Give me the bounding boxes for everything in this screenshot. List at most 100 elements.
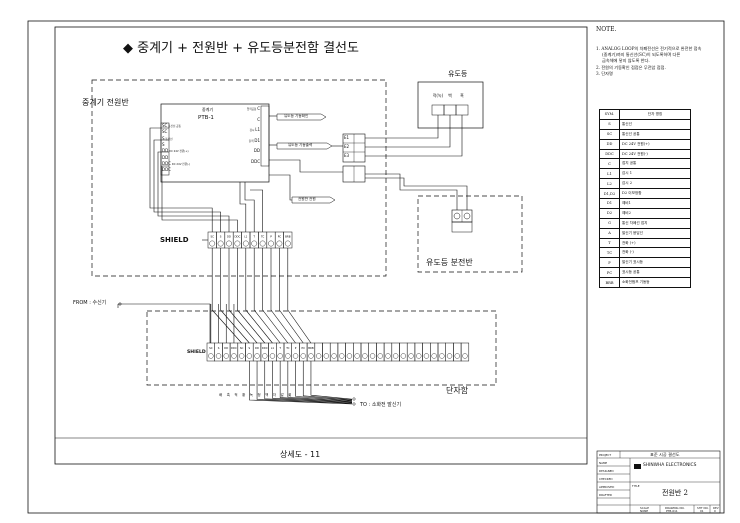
terminal-cell xyxy=(414,342,423,362)
legend-desc: 전화 (-) xyxy=(619,247,691,259)
notes-lines: 1. ANALOG LOOP의 차폐전선은 전기적으로 완전한 접속(중계기)까… xyxy=(596,46,721,77)
terminal-cell xyxy=(353,342,362,362)
terminal-cell: PC xyxy=(299,342,308,362)
repeater-terminal-right: C xyxy=(226,116,260,123)
guide-light-terminal-label: 적(녹) xyxy=(432,93,444,98)
terminal-code: L1 xyxy=(255,127,260,132)
terminal-cell xyxy=(383,342,393,362)
terminal-cell-label: SC xyxy=(210,234,214,238)
terminal-cell xyxy=(329,342,339,362)
terminal-cell: TC xyxy=(283,342,292,362)
terminal-cell xyxy=(322,342,331,362)
wire-color-label: 백 xyxy=(265,393,269,397)
terminal-code: SC xyxy=(162,129,168,135)
notes-title: NOTE. xyxy=(596,26,617,33)
legend-sym: A xyxy=(599,227,620,239)
terminal-cell xyxy=(430,342,439,362)
terminal-cell-label: DD xyxy=(224,346,228,350)
terminal-cell-label: DDC xyxy=(262,346,268,350)
terminal-cell-label: S xyxy=(220,234,222,238)
terminal-cell: DDC xyxy=(232,231,242,249)
tb-rev: 0 xyxy=(714,509,716,513)
terminal-cell: P xyxy=(266,231,276,249)
terminal-cell: TC xyxy=(258,231,268,249)
legend-sym: L1 xyxy=(599,168,620,180)
terminal-code: SC xyxy=(162,123,168,128)
terminal-desc: 통신선 xyxy=(164,137,173,141)
repeater-terminal-left: SC xyxy=(162,130,167,135)
output-tag: 유도등 기동출력 xyxy=(288,143,313,147)
legend-desc: 통신선 xyxy=(619,118,691,130)
legend-header-sym: SYM. xyxy=(599,109,620,120)
terminal-code: DDC xyxy=(251,158,260,164)
repeater-right-strip xyxy=(260,105,270,167)
legend-sym: BRB xyxy=(599,277,620,289)
legend-sym: D1,D2 xyxy=(599,188,620,200)
legend-desc: 감시 1 xyxy=(619,168,691,180)
guide-light-panel-label: 유도등 분전반 xyxy=(426,258,473,267)
terminal-cell xyxy=(453,342,462,362)
legend-desc: D2 이보정합 xyxy=(619,188,691,200)
terminal-cell: SC xyxy=(206,342,215,362)
legend-sym: SC xyxy=(599,128,620,140)
repeater-terminal-right: DD xyxy=(226,149,260,154)
terminal-cell: DD xyxy=(252,342,262,362)
guide-light-panel-terminals xyxy=(451,209,473,233)
repeater-terminal-left: S xyxy=(162,142,165,148)
legend-desc: 표시등 공통 xyxy=(619,267,691,279)
terminal-cell: T xyxy=(276,342,285,362)
guide-light-box xyxy=(417,81,484,129)
repeater-terminal-right: 출력 D1 xyxy=(226,137,260,144)
terminal-cell-label: TC xyxy=(286,346,289,350)
legend-sym: PC xyxy=(599,267,620,279)
notes-section: NOTE. 1. ANALOG LOOP의 차폐전선은 전기적으로 완전한 접속… xyxy=(596,26,721,77)
legend-desc: 발신기 응답선 xyxy=(619,227,691,239)
terminal-code: DDC xyxy=(162,160,171,166)
terminal-cell: S xyxy=(245,342,254,362)
relay-terminal-label: E1 xyxy=(344,135,350,140)
legend-header: SYM. 단자 명칭 xyxy=(599,109,691,120)
terminal-cell: SC xyxy=(237,342,246,362)
terminal-cell-label: DD xyxy=(255,346,259,350)
terminal-cell: S xyxy=(214,342,223,362)
from-label: FROM : 수신기 xyxy=(73,300,107,306)
terminal-cell-label: T xyxy=(253,234,255,238)
guide-light-panel-box xyxy=(417,195,523,273)
note-line: 2. 전원의 기동확인 접점은 무전압 접점. xyxy=(596,64,666,70)
terminal-cell xyxy=(399,342,408,362)
terminal-code: D1 xyxy=(254,137,260,143)
tb-side-label: DRAFTED xyxy=(599,493,613,497)
power-tag: 전원반 전원 xyxy=(298,197,316,201)
note-line: 3. 단자명 xyxy=(596,70,613,76)
monitor-tag-shape xyxy=(276,113,327,121)
legend-desc: 발신기 표시등 xyxy=(619,257,691,269)
terminal-code: C xyxy=(257,116,260,122)
terminal-cell xyxy=(368,342,377,362)
relay-terminal-block xyxy=(342,133,366,183)
terminal-cell: L1 xyxy=(268,342,277,362)
wire-color-label: 회 xyxy=(288,393,292,397)
drawing-title: ◆ 중계기 + 전원반 + 유도등분전함 결선도 xyxy=(123,41,359,56)
terminal-cell xyxy=(345,342,354,362)
relay-terminal-label: E3 xyxy=(344,153,350,158)
guide-light-label: 유도등 xyxy=(448,70,468,78)
legend-desc: 통신 차폐선 접지 xyxy=(619,217,691,229)
legend-sym: TC xyxy=(599,247,620,259)
legend-desc: 감시 2 xyxy=(619,178,691,190)
legend-sym: G xyxy=(599,217,620,229)
terminal-code: DD xyxy=(162,154,169,160)
terminal-cell: DD xyxy=(222,342,231,362)
tb-company: SHINWHA ELECTRONICS xyxy=(643,463,697,468)
terminal-cell: P xyxy=(291,342,300,362)
guide-light-terminal-label: 흑 xyxy=(460,93,464,98)
terminal-desc: 출력 xyxy=(248,139,255,143)
wire-color-label: 흑 xyxy=(226,393,230,397)
